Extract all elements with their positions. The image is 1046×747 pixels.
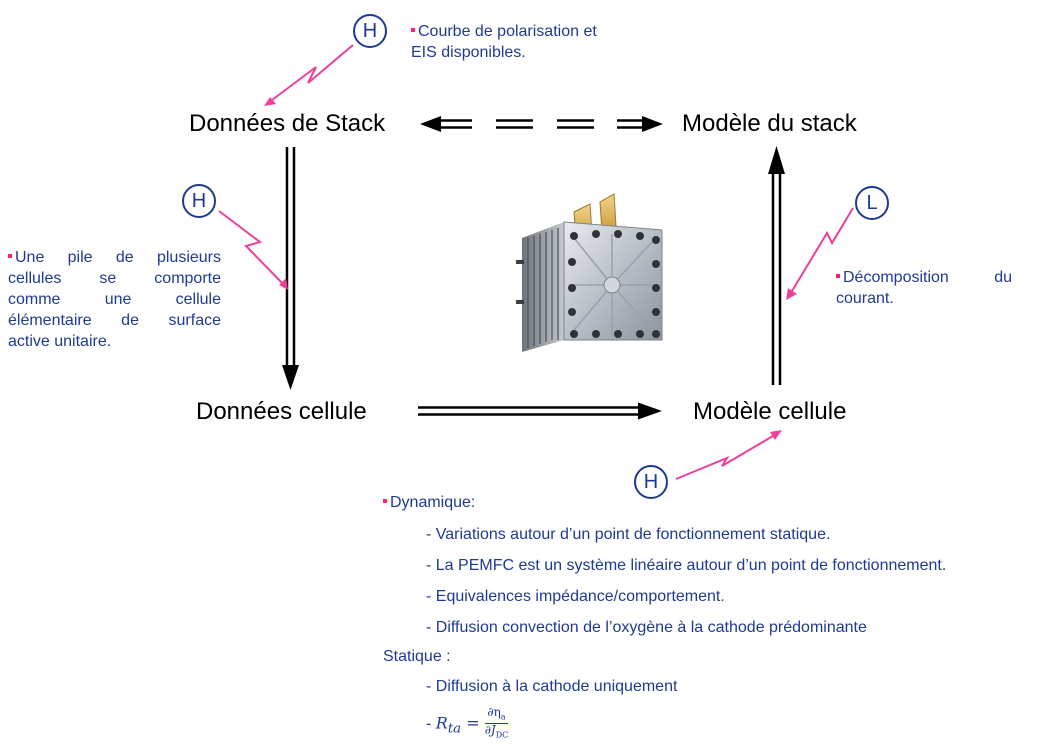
zigzag-right-head (786, 288, 797, 300)
note-line: comme une cellule (8, 291, 221, 308)
node-stack-data: Données de Stack (189, 110, 386, 137)
hypothesis-badge-top: H (353, 14, 387, 48)
static-item: - Diffusion à la cathode uniquement (426, 678, 678, 695)
zigzag-bottom (675, 432, 779, 480)
formula-numerator: ∂ηa (484, 706, 509, 725)
bidirectional-dashed-arrow (420, 116, 663, 132)
bullet-icon (383, 499, 387, 503)
hypothesis-badge-left: H (182, 184, 216, 218)
note-left: Une pile de plusieurs cellules se compor… (8, 247, 221, 352)
dynamic-title: Dynamique: (383, 494, 475, 512)
bullet-icon (411, 28, 415, 32)
fuel-cell-stack-image (516, 193, 663, 352)
dynamic-item: - Variations autour d’un point de foncti… (426, 526, 831, 543)
arrow-stack-to-cell-data (282, 147, 299, 390)
arrow-cell-data-to-cell-model (418, 402, 662, 420)
arrow-cell-model-to-stack-model (768, 146, 785, 385)
bullet-icon (836, 274, 840, 278)
zigzag-left-head (279, 278, 288, 290)
zigzag-bottom-head (770, 430, 782, 440)
formula-fraction: ∂ηa∂JDC (484, 706, 509, 742)
note-line: EIS disponibles. (411, 44, 526, 61)
note-line: active unitaire. (8, 333, 112, 350)
note-line: Une pile de plusieurs (8, 247, 221, 268)
dynamic-item: - Equivalences impédance/comportement. (426, 588, 725, 605)
node-stack-model: Modèle du stack (682, 110, 857, 137)
node-cell-data: Données cellule (196, 398, 367, 425)
zigzag-connectors (218, 44, 854, 480)
formula-denominator: ∂JDC (484, 723, 509, 740)
resistance-formula: - Rta = ∂ηa∂JDC (426, 705, 509, 742)
arrowhead-left (420, 116, 441, 132)
zigzag-top (267, 44, 354, 104)
dynamic-item: - La PEMFC est un système linéaire autou… (426, 557, 947, 574)
arrowhead-up (768, 146, 785, 174)
static-title: Statique : (383, 648, 451, 665)
note-line: Décomposition du (836, 267, 1012, 288)
bullet-icon (8, 254, 12, 258)
zigzag-top-head (264, 97, 276, 106)
arrowhead-right (642, 116, 663, 132)
node-cell-model: Modèle cellule (693, 398, 847, 425)
dynamic-item: - Diffusion convection de l’oxygène à la… (426, 619, 867, 636)
note-top: Courbe de polarisation et EIS disponible… (411, 21, 661, 63)
arrowhead-right (638, 402, 662, 420)
note-right: Décomposition du courant. (836, 267, 1012, 309)
zigzag-left (218, 210, 286, 287)
note-line: Courbe de polarisation et (411, 21, 661, 42)
note-line: courant. (836, 290, 894, 307)
hypothesis-badge-bottom: H (634, 465, 668, 499)
zigzag-right (788, 207, 854, 297)
note-line: cellules se comporte (8, 270, 221, 287)
hypothesis-badge-right: L (855, 186, 889, 220)
note-line: élémentaire de surface (8, 312, 221, 329)
arrowhead-down (282, 365, 299, 390)
